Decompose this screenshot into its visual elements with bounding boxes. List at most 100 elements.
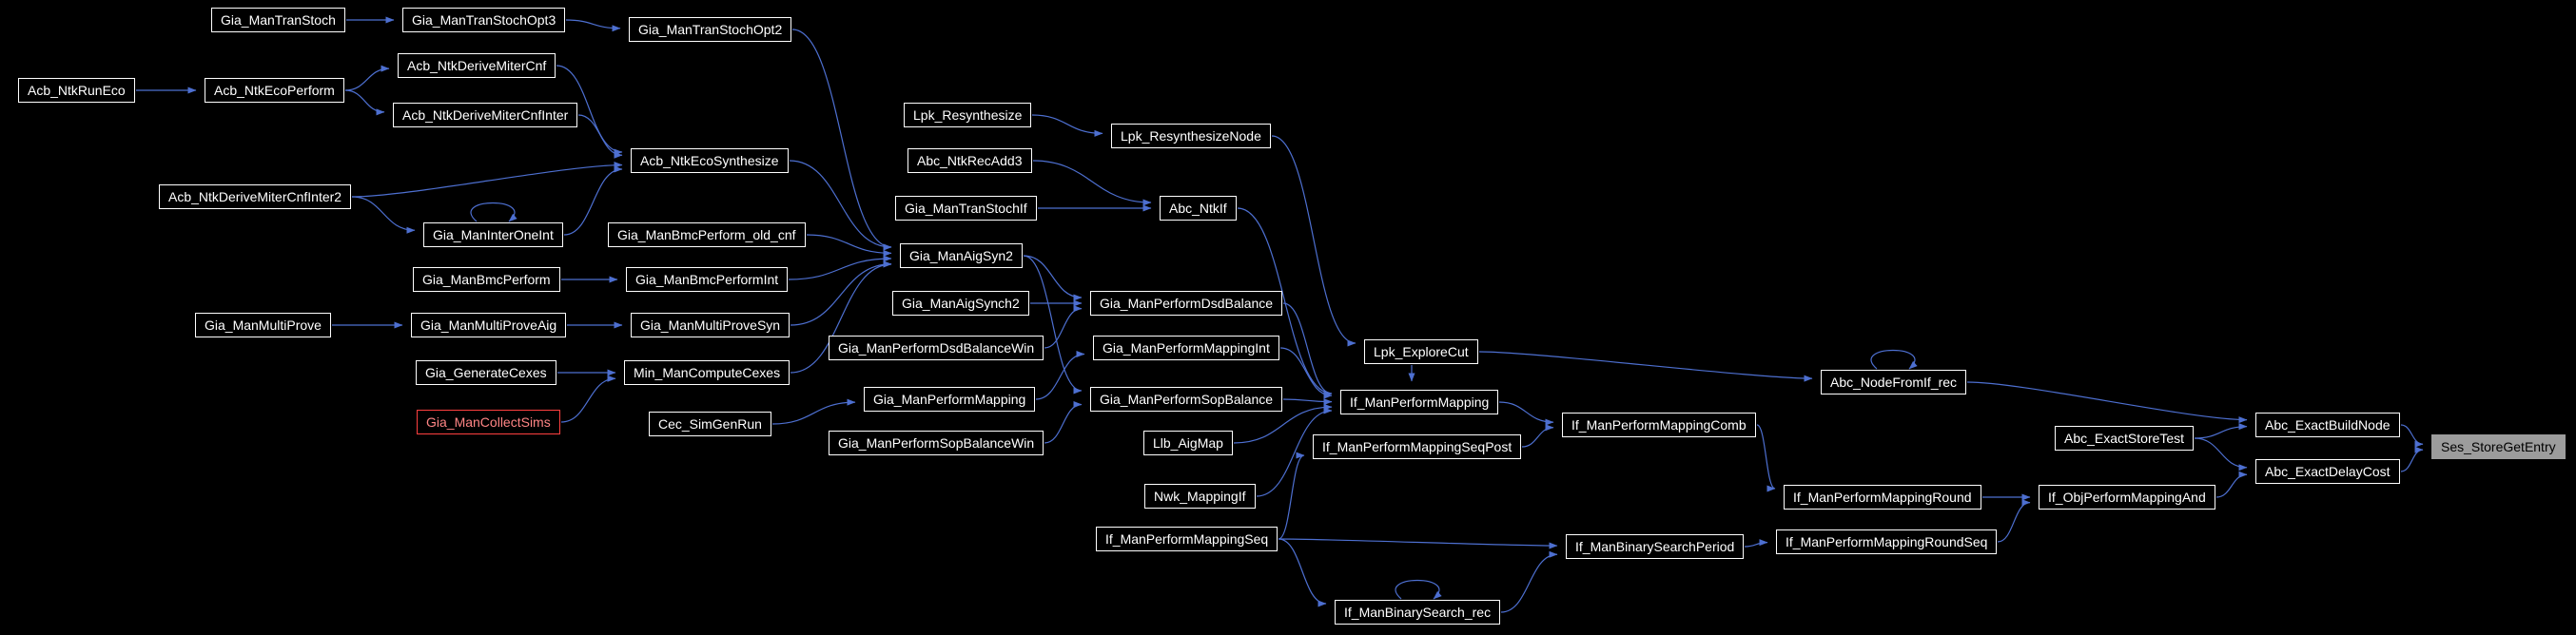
graph-node-Gia_GenerateCexes[interactable]: Gia_GenerateCexes xyxy=(416,360,556,385)
call-edge-Abc_NtkRecAdd3--Abc_NtkIf xyxy=(1032,160,1152,206)
graph-node-Gia_ManMultiProve[interactable]: Gia_ManMultiProve xyxy=(195,313,331,337)
graph-node-Gia_ManPerformDsdBalanceWin[interactable]: Gia_ManPerformDsdBalanceWin xyxy=(829,336,1044,360)
call-edge-Gia_ManPerformDsdBalanceWin--Gia_ManPerformDsdBalance xyxy=(1044,305,1083,349)
graph-node-Acb_NtkDeriveMiterCnf[interactable]: Acb_NtkDeriveMiterCnf xyxy=(398,53,556,78)
call-edge-Nwk_MappingIf--If_ManPerformMapping xyxy=(1256,407,1333,497)
call-edge-If_ManPerformMappingRoundSeq--If_ObjPerformMappingAnd xyxy=(1997,499,2031,543)
graph-node-If_ObjPerformMappingAnd[interactable]: If_ObjPerformMappingAnd xyxy=(2039,485,2215,510)
graph-node-If_ManPerformMappingRound[interactable]: If_ManPerformMappingRound xyxy=(1784,485,1981,510)
graph-node-Gia_ManMultiProveAig[interactable]: Gia_ManMultiProveAig xyxy=(411,313,567,337)
call-edge-Lpk_Resynthesize--Lpk_ResynthesizeNode xyxy=(1031,114,1103,137)
self-loop-edge-Abc_NodeFromIf_rec xyxy=(1870,349,1918,370)
call-edge-Acb_NtkDeriveMiterCnfInter2--Acb_NtkEcoSynthesize xyxy=(351,162,623,198)
graph-node-Abc_NtkIf[interactable]: Abc_NtkIf xyxy=(1160,196,1237,221)
graph-node-Abc_NodeFromIf_rec[interactable]: Abc_NodeFromIf_rec xyxy=(1821,370,1967,394)
graph-node-Gia_ManTranStochOpt3[interactable]: Gia_ManTranStochOpt3 xyxy=(402,8,566,32)
graph-node-Gia_ManMultiProveSyn[interactable]: Gia_ManMultiProveSyn xyxy=(631,313,790,337)
graph-node-Abc_ExactBuildNode[interactable]: Abc_ExactBuildNode xyxy=(2255,413,2400,437)
call-edge-Abc_ExactDelayCost--Ses_StoreGetEntry xyxy=(2400,446,2424,472)
graph-node-Gia_ManCollectSims[interactable]: Gia_ManCollectSims xyxy=(417,410,560,434)
graph-node-If_ManPerformMapping[interactable]: If_ManPerformMapping xyxy=(1340,390,1499,414)
graph-node-Gia_ManTranStoch[interactable]: Gia_ManTranStoch xyxy=(211,8,345,32)
call-edge-Acb_NtkDeriveMiterCnf--Acb_NtkEcoSynthesize xyxy=(556,65,623,156)
graph-node-Gia_ManPerformSopBalanceWin[interactable]: Gia_ManPerformSopBalanceWin xyxy=(829,431,1044,455)
graph-node-Gia_ManBmcPerform[interactable]: Gia_ManBmcPerform xyxy=(413,267,560,292)
call-edge-Abc_NtkIf--If_ManPerformMapping xyxy=(1237,207,1333,397)
call-edge-If_ManPerformMapping--If_ManPerformMappingComb xyxy=(1498,401,1554,426)
call-edge-Acb_NtkDeriveMiterCnfInter2--Gia_ManInterOneInt xyxy=(351,196,416,234)
call-edge-Acb_NtkEcoPerform--Acb_NtkDeriveMiterCnf xyxy=(344,65,390,91)
call-edge-Gia_ManPerformDsdBalance--If_ManPerformMapping xyxy=(1282,302,1333,397)
graph-node-Gia_ManPerformDsdBalance[interactable]: Gia_ManPerformDsdBalance xyxy=(1090,291,1283,316)
graph-node-Lpk_ExploreCut[interactable]: Lpk_ExploreCut xyxy=(1364,339,1478,364)
graph-node-Acb_NtkDeriveMiterCnfInter2[interactable]: Acb_NtkDeriveMiterCnfInter2 xyxy=(159,184,352,209)
graph-node-Gia_ManInterOneInt[interactable]: Gia_ManInterOneInt xyxy=(423,222,563,247)
call-edge-Gia_ManMultiProveSyn--Gia_ManAigSyn2 xyxy=(790,260,892,326)
graph-node-Acb_NtkDeriveMiterCnfInter[interactable]: Acb_NtkDeriveMiterCnfInter xyxy=(393,103,578,127)
call-edge-Acb_NtkEcoSynthesize--Gia_ManAigSyn2 xyxy=(789,160,892,251)
call-edge-Gia_ManBmcPerformInt--Gia_ManAigSyn2 xyxy=(788,255,892,280)
call-edge-If_ManPerformMappingComb--If_ManPerformMappingRound xyxy=(1756,424,1776,492)
call-edge-Gia_ManPerformMappingInt--If_ManPerformMapping xyxy=(1279,347,1333,399)
graph-node-Cec_SimGenRun[interactable]: Cec_SimGenRun xyxy=(649,412,771,436)
graph-node-Acb_NtkRunEco[interactable]: Acb_NtkRunEco xyxy=(18,78,135,103)
call-edge-Gia_ManCollectSims--Min_ManComputeCexes xyxy=(560,375,616,423)
call-edge-Gia_ManTranStochOpt3--Gia_ManTranStochOpt2 xyxy=(565,19,621,32)
graph-node-Lpk_ResynthesizeNode[interactable]: Lpk_ResynthesizeNode xyxy=(1111,124,1271,148)
graph-node-If_ManPerformMappingSeqPost[interactable]: If_ManPerformMappingSeqPost xyxy=(1313,434,1522,459)
graph-node-Gia_ManPerformMapping[interactable]: Gia_ManPerformMapping xyxy=(864,387,1036,412)
edge-group xyxy=(135,16,2424,613)
graph-node-Gia_ManTranStochIf[interactable]: Gia_ManTranStochIf xyxy=(895,196,1037,221)
call-edge-Gia_ManAigSyn2--Gia_ManPerformDsdBalance xyxy=(1023,255,1083,301)
graph-node-Gia_ManBmcPerformInt[interactable]: Gia_ManBmcPerformInt xyxy=(626,267,789,292)
call-edge-Abc_ExactStoreTest--Abc_ExactBuildNode xyxy=(2194,423,2248,439)
call-edge-Acb_NtkDeriveMiterCnfInter--Acb_NtkEcoSynthesize xyxy=(577,114,623,159)
call-edge-Lpk_ExploreCut--Abc_NodeFromIf_rec xyxy=(1478,351,1813,382)
call-edge-Abc_ExactStoreTest--Abc_ExactDelayCost xyxy=(2194,437,2248,471)
graph-node-Abc_ExactDelayCost[interactable]: Abc_ExactDelayCost xyxy=(2255,459,2400,484)
graph-node-If_ManBinarySearchPeriod[interactable]: If_ManBinarySearchPeriod xyxy=(1566,534,1745,559)
graph-node-Lpk_Resynthesize[interactable]: Lpk_Resynthesize xyxy=(904,103,1032,127)
graph-node-Min_ManComputeCexes[interactable]: Min_ManComputeCexes xyxy=(624,360,790,385)
graph-node-Gia_ManPerformSopBalance[interactable]: Gia_ManPerformSopBalance xyxy=(1090,387,1283,412)
graph-node-Abc_NtkRecAdd3[interactable]: Abc_NtkRecAdd3 xyxy=(907,148,1032,173)
graph-node-Gia_ManAigSynch2[interactable]: Gia_ManAigSynch2 xyxy=(892,291,1029,316)
call-edge-Gia_ManInterOneInt--Acb_NtkEcoSynthesize xyxy=(563,165,623,236)
call-edge-If_ManPerformMappingSeqPost--If_ManPerformMappingComb xyxy=(1521,424,1554,448)
graph-node-Gia_ManPerformMappingInt[interactable]: Gia_ManPerformMappingInt xyxy=(1093,336,1279,360)
call-edge-If_ManPerformMappingSeq--If_ManBinarySearch_rec xyxy=(1278,538,1327,607)
graph-node-Acb_NtkEcoSynthesize[interactable]: Acb_NtkEcoSynthesize xyxy=(631,148,789,173)
graph-node-Abc_ExactStoreTest[interactable]: Abc_ExactStoreTest xyxy=(2055,426,2195,451)
call-edge-Gia_ManTranStochOpt2--Gia_ManAigSyn2 xyxy=(791,29,892,251)
call-edge-Abc_NodeFromIf_rec--Abc_ExactBuildNode xyxy=(1966,381,2248,424)
graph-node-Llb_AigMap[interactable]: Llb_AigMap xyxy=(1143,431,1233,455)
call-edge-Gia_ManPerformSopBalance--If_ManPerformMapping xyxy=(1282,398,1333,406)
graph-node-Gia_ManAigSyn2[interactable]: Gia_ManAigSyn2 xyxy=(900,243,1023,268)
call-edge-Llb_AigMap--If_ManPerformMapping xyxy=(1233,403,1333,444)
graph-node-If_ManPerformMappingComb[interactable]: If_ManPerformMappingComb xyxy=(1562,413,1756,437)
self-loop-edge-Gia_ManInterOneInt xyxy=(470,202,517,222)
call-edge-Gia_ManPerformMapping--Gia_ManPerformMappingInt xyxy=(1035,350,1085,400)
graph-node-If_ManPerformMappingRoundSeq[interactable]: If_ManPerformMappingRoundSeq xyxy=(1776,529,1998,554)
call-edge-Gia_ManAigSyn2--Gia_ManPerformSopBalance xyxy=(1023,255,1083,394)
graph-node-Acb_NtkEcoPerform[interactable]: Acb_NtkEcoPerform xyxy=(205,78,344,103)
graph-node-Ses_StoreGetEntry: Ses_StoreGetEntry xyxy=(2431,434,2566,459)
call-edge-If_ManPerformMappingSeq--If_ManPerformMappingSeqPost xyxy=(1278,452,1305,540)
graph-node-Nwk_MappingIf[interactable]: Nwk_MappingIf xyxy=(1144,484,1256,509)
graph-node-Gia_ManTranStochOpt2[interactable]: Gia_ManTranStochOpt2 xyxy=(629,17,792,42)
call-edge-If_ManBinarySearchPeriod--If_ManPerformMappingRoundSeq xyxy=(1744,539,1768,548)
self-loop-edge-If_ManBinarySearch_rec xyxy=(1395,579,1442,600)
call-edge-Acb_NtkEcoPerform--Acb_NtkDeriveMiterCnfInter xyxy=(344,89,385,116)
call-edge-Lpk_ResynthesizeNode--Lpk_ExploreCut xyxy=(1271,135,1356,347)
graph-node-If_ManPerformMappingSeq[interactable]: If_ManPerformMappingSeq xyxy=(1096,527,1278,551)
call-edge-If_ManPerformMappingSeq--If_ManBinarySearchPeriod xyxy=(1278,538,1558,549)
call-edge-If_ManBinarySearch_rec--If_ManBinarySearchPeriod xyxy=(1500,550,1558,613)
call-edge-Cec_SimGenRun--Gia_ManPerformMapping xyxy=(771,398,856,425)
graph-node-Gia_ManBmcPerform_old_cnf[interactable]: Gia_ManBmcPerform_old_cnf xyxy=(608,222,806,247)
call-edge-Gia_ManBmcPerform_old_cnf--Gia_ManAigSyn2 xyxy=(806,234,892,257)
call-edge-If_ObjPerformMappingAnd--Abc_ExactDelayCost xyxy=(2215,471,2248,498)
graph-node-If_ManBinarySearch_rec[interactable]: If_ManBinarySearch_rec xyxy=(1335,600,1501,625)
call-edge-Abc_ExactBuildNode--Ses_StoreGetEntry xyxy=(2400,424,2424,448)
